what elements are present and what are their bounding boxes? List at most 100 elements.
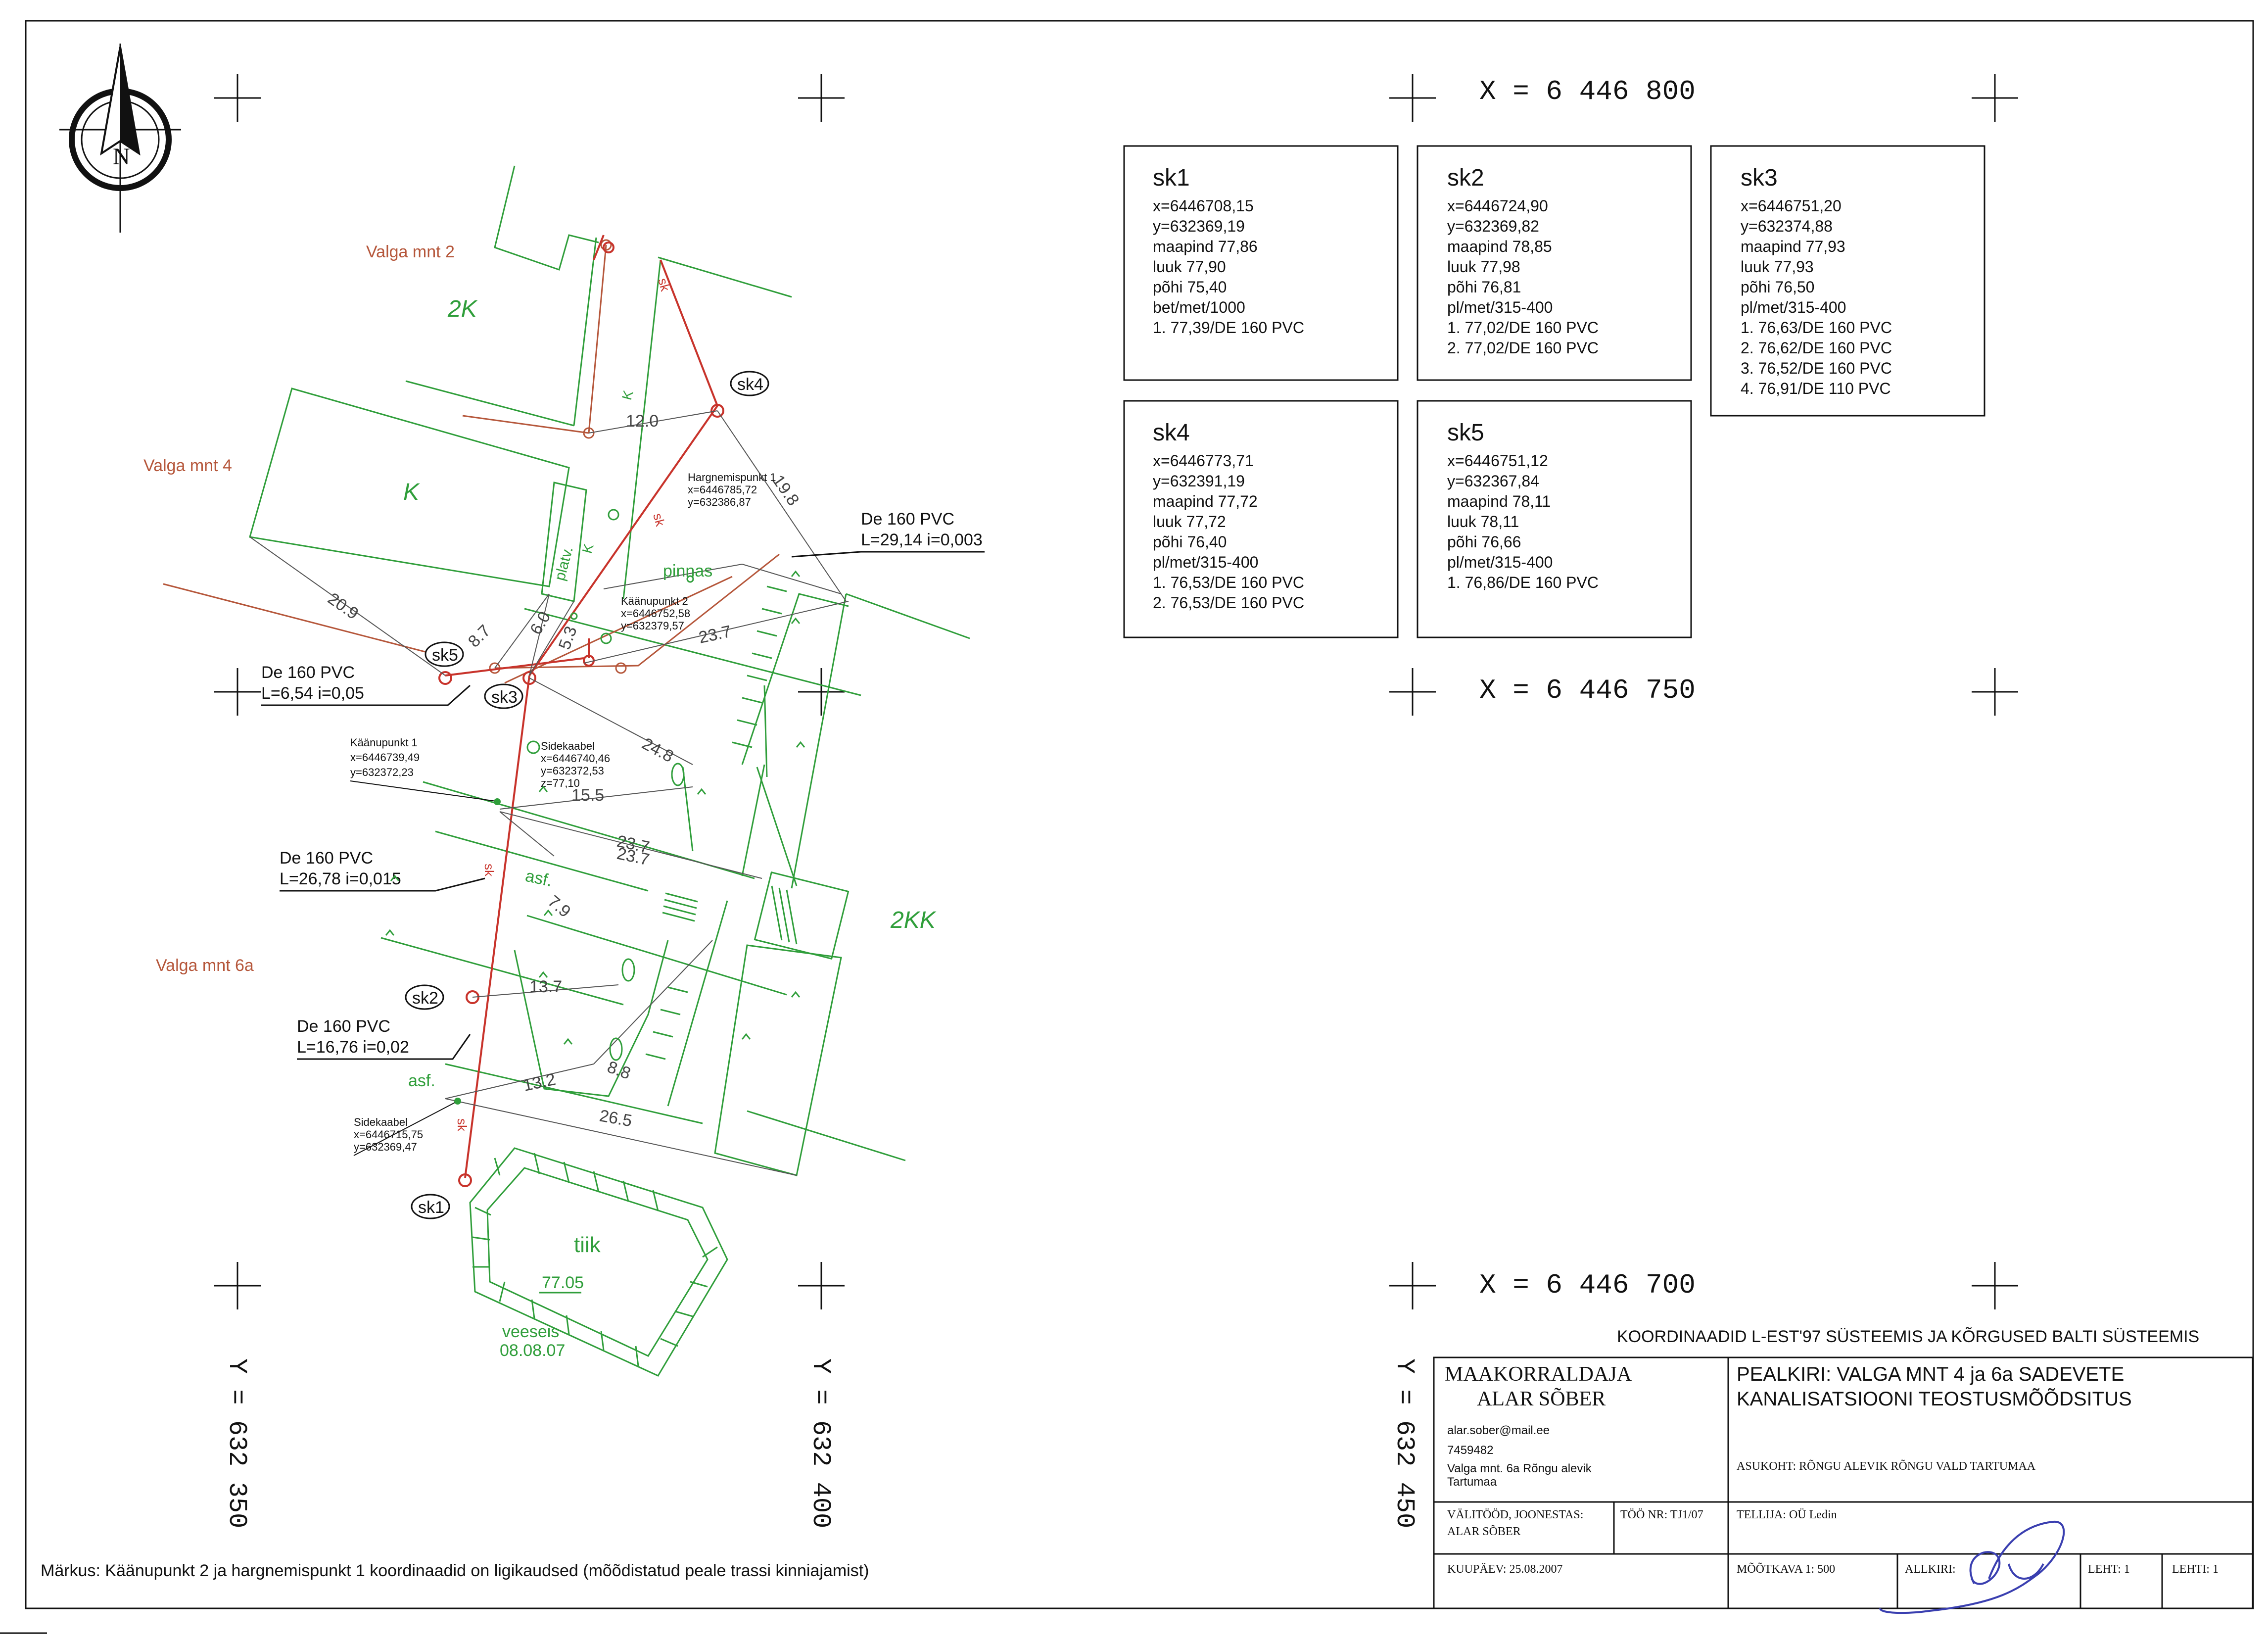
dim-5-3: 5.3 — [555, 624, 581, 652]
manhole-sk5-line: luuk 78,11 — [1447, 513, 1519, 531]
svg-text:sk2: sk2 — [412, 989, 438, 1008]
company-name-line1: MAAKORRALDAJA — [1445, 1363, 1632, 1386]
sheet-number: LEHT: 1 — [2088, 1563, 2130, 1576]
svg-text:x=6446785,72: x=6446785,72 — [688, 484, 757, 496]
drawing-scale: MÕÕTKAVA 1: 500 — [1737, 1562, 1835, 1576]
company-email: alar.sober@mail.ee — [1447, 1424, 1550, 1437]
grid-x-label-700: X = 6 446 700 — [1479, 1269, 1696, 1301]
point-sidekaabel-2: Sidekaabel x=6446715,75 y=632369,47 — [353, 1098, 461, 1156]
svg-text:De 160 PVC: De 160 PVC — [297, 1017, 390, 1036]
company-phone: 7459482 — [1447, 1444, 1493, 1457]
dim-13-7: 13.7 — [529, 977, 562, 996]
manhole-title-sk2: sk2 — [1447, 165, 1484, 191]
street-valga-mnt-6a: Valga mnt 6a — [156, 956, 254, 975]
manhole-box-sk3 — [1710, 145, 1985, 417]
manhole-sk3-line: 1. 76,63/DE 160 PVC — [1741, 319, 1892, 337]
dim-6-0: 6.0 — [526, 608, 555, 638]
manhole-sk3-line: 4. 76,91/DE 110 PVC — [1741, 380, 1891, 397]
manhole-title-sk1: sk1 — [1153, 165, 1190, 191]
manhole-sk1-line: bet/met/1000 — [1153, 298, 1245, 316]
manhole-sk1-line: maapind 77,86 — [1153, 238, 1258, 255]
grid-y-label-400: Y = 632 400 — [806, 1358, 835, 1528]
pipe-label-16-76: De 160 PVC L=16,76 i=0,02 — [297, 1017, 471, 1060]
north-arrow-icon: N — [59, 44, 181, 233]
company-address1: Valga mnt. 6a Rõngu alevik — [1447, 1462, 1592, 1475]
pipe-label-26-78: De 160 PVC L=26,78 i=0,015 — [280, 849, 485, 892]
manhole-sk2-line: y=632369,82 — [1447, 217, 1539, 235]
svg-text:De 160 PVC: De 160 PVC — [861, 510, 954, 529]
manhole-box-sk4 — [1123, 400, 1399, 638]
manhole-label-sk4: sk4 — [730, 371, 769, 396]
dim-15-5: 15.5 — [571, 786, 604, 805]
drawing-title-line1: PEALKIRI: VALGA MNT 4 ja 6a SADEVETE — [1737, 1363, 2124, 1385]
job-number: TÖÖ NR: TJ1/07 — [1620, 1508, 1703, 1521]
manhole-sk2-line: põhi 76,81 — [1447, 278, 1521, 296]
manhole-title-sk3: sk3 — [1741, 165, 1778, 191]
svg-text:L=29,14 i=0,003: L=29,14 i=0,003 — [861, 531, 983, 549]
zone-k-small-1: K — [619, 388, 636, 401]
manhole-sk2-line: luuk 77,98 — [1447, 258, 1520, 276]
manhole-sk4-line: pl/met/315-400 — [1153, 553, 1258, 571]
manhole-sk4-line: x=6446773,71 — [1153, 452, 1254, 470]
manhole-sk4-line: 1. 76,53/DE 160 PVC — [1153, 574, 1304, 591]
svg-text:De 160 PVC: De 160 PVC — [261, 663, 355, 682]
svg-text:L=26,78 i=0,015: L=26,78 i=0,015 — [280, 870, 401, 888]
manhole-sk3-line: x=6446751,20 — [1741, 197, 1842, 215]
manhole-sk1-line: x=6446708,15 — [1153, 197, 1254, 215]
manhole-sk2-line: pl/met/315-400 — [1447, 298, 1553, 316]
svg-text:Käänupunkt 1: Käänupunkt 1 — [350, 736, 418, 749]
manhole-table — [1123, 145, 1985, 638]
manhole-sk5-line: 1. 76,86/DE 160 PVC — [1447, 574, 1599, 591]
dim-26-5: 26.5 — [598, 1106, 634, 1130]
manhole-sk3-line: maapind 77,93 — [1741, 238, 1845, 255]
svg-text:y=632372,53: y=632372,53 — [541, 765, 604, 777]
zone-2kk: 2KK — [890, 907, 937, 933]
grid-y-label-350: Y = 632 350 — [222, 1358, 251, 1528]
manhole-sk4-line: 2. 76,53/DE 160 PVC — [1153, 594, 1304, 612]
manhole-sk2-line: maapind 78,85 — [1447, 238, 1552, 255]
zone-2k: 2K — [447, 296, 478, 322]
dim-7-9: 7.9 — [544, 892, 574, 921]
manhole-label-sk5: sk5 — [425, 641, 464, 667]
survey-note: Märkus: Käänupunkt 2 ja hargnemispunkt 1… — [41, 1561, 869, 1580]
water-level-date: 08.08.07 — [500, 1341, 565, 1360]
manhole-sk1-line: y=632369,19 — [1153, 217, 1245, 235]
company-address2: Tartumaa — [1447, 1475, 1497, 1489]
svg-text:Käänupunkt 2: Käänupunkt 2 — [621, 595, 688, 607]
zone-k-small-2: K — [579, 542, 597, 555]
street-valga-mnt-4: Valga mnt 4 — [143, 456, 232, 475]
point-sidekaabel-1: Sidekaabel x=6446740,46 y=632372,53 z=77… — [526, 740, 610, 789]
manhole-sk3-line: y=632374,88 — [1741, 217, 1833, 235]
svg-text:x=6446752,58: x=6446752,58 — [621, 607, 690, 620]
manhole-sk5-line: y=632367,84 — [1447, 472, 1539, 490]
client: TELLIJA: OÜ Ledin — [1737, 1508, 1837, 1521]
svg-text:Sidekaabel: Sidekaabel — [354, 1116, 408, 1128]
svg-text:x=6446740,46: x=6446740,46 — [541, 752, 610, 765]
manhole-sk4-line: y=632391,19 — [1153, 472, 1245, 490]
drawing-date: KUUPÄEV: 25.08.2007 — [1447, 1563, 1563, 1576]
svg-text:De 160 PVC: De 160 PVC — [280, 849, 373, 868]
zone-asf-1: asf. — [523, 867, 554, 891]
point-hargnemispunkt-1: Hargnemispunkt 1 x=6446785,72 y=632386,8… — [688, 471, 776, 508]
signature-label: ALLKIRI: — [1905, 1563, 1956, 1576]
manhole-sk2-line: x=6446724,90 — [1447, 197, 1548, 215]
svg-text:sk3: sk3 — [491, 688, 518, 707]
svg-text:y=632386,87: y=632386,87 — [688, 496, 751, 508]
grid-x-label-750: X = 6 446 750 — [1479, 675, 1696, 706]
signature-scribble — [1879, 1520, 2065, 1614]
svg-text:y=632372,23: y=632372,23 — [350, 766, 414, 778]
svg-text:L=16,76 i=0,02: L=16,76 i=0,02 — [297, 1038, 409, 1057]
zone-tiik: tiik — [574, 1233, 601, 1257]
vegetation-symbols — [385, 509, 805, 1061]
manhole-box-sk2 — [1417, 145, 1692, 381]
svg-text:Hargnemispunkt 1: Hargnemispunkt 1 — [688, 471, 776, 484]
svg-text:sk4: sk4 — [737, 375, 763, 394]
svg-text:sk5: sk5 — [432, 646, 458, 665]
manhole-label-sk2: sk2 — [405, 984, 444, 1010]
street-valga-mnt-2: Valga mnt 2 — [366, 242, 455, 261]
svg-text:y=632369,47: y=632369,47 — [354, 1141, 417, 1153]
manhole-sk3-line: põhi 76,50 — [1741, 278, 1814, 296]
manhole-sk2-line: 2. 77,02/DE 160 PVC — [1447, 339, 1599, 357]
manhole-sk5-line: põhi 76,66 — [1447, 533, 1521, 551]
manhole-sk4-line: luuk 77,72 — [1153, 513, 1226, 531]
